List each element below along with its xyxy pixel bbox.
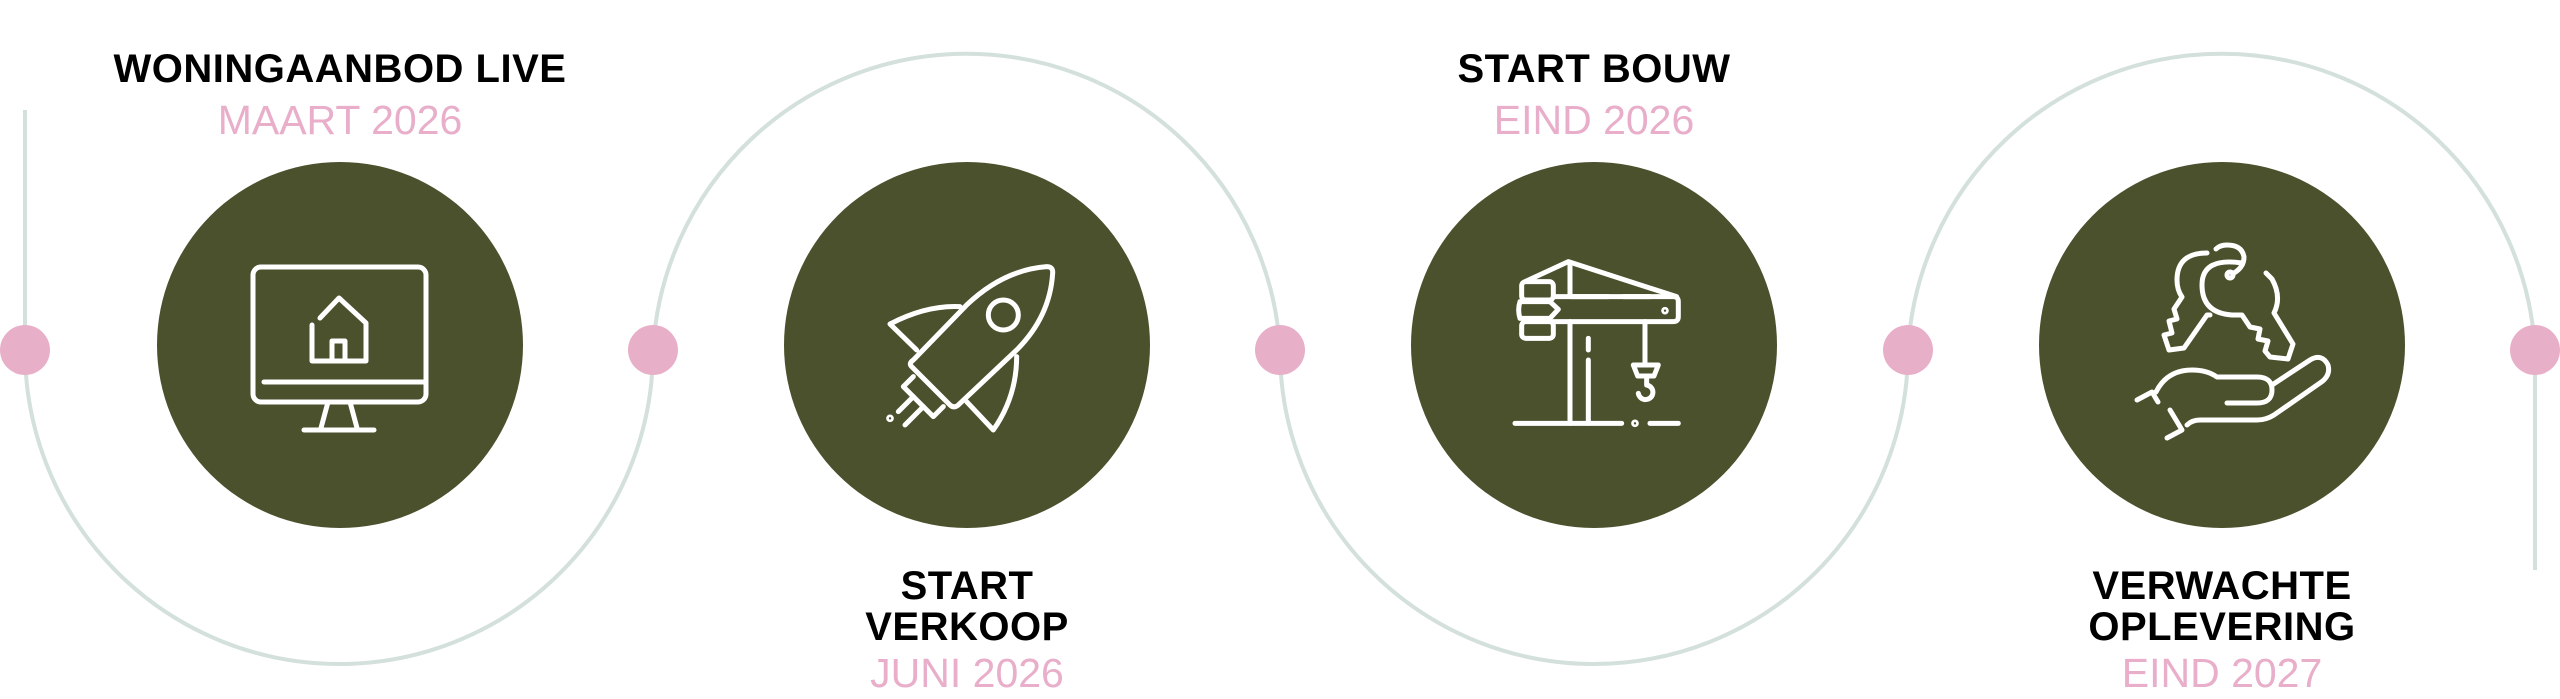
rocket-icon xyxy=(886,264,1056,433)
milestone-title: OPLEVERING xyxy=(2088,605,2356,649)
milestone-circle xyxy=(2039,162,2405,528)
timeline-path xyxy=(23,51,2537,666)
milestone-title: WONINGAANBOD LIVE xyxy=(113,47,567,91)
milestone-date: EIND 2026 xyxy=(1493,97,1695,143)
milestone-title: START xyxy=(900,564,1034,608)
timeline-dot xyxy=(1883,325,1933,375)
timeline-arc-4 xyxy=(1906,51,2537,351)
timeline-dot xyxy=(0,325,50,375)
timeline-dot xyxy=(628,325,678,375)
milestone-circle xyxy=(157,162,523,528)
milestone-circle xyxy=(1411,162,1777,528)
milestone-title: START BOUW xyxy=(1457,47,1731,91)
timeline-arc-3 xyxy=(1278,349,1910,666)
milestone-title: VERKOOP xyxy=(865,605,1069,649)
milestone-date: EIND 2027 xyxy=(2121,650,2323,696)
monitor-house-icon xyxy=(250,264,429,433)
keys-in-hand-icon xyxy=(2134,242,2332,441)
timeline-arc-1 xyxy=(23,349,655,666)
timeline-arc-2 xyxy=(651,51,1282,351)
milestone-date: MAART 2026 xyxy=(217,97,463,143)
milestone-circle xyxy=(784,162,1150,528)
construction-crane-icon xyxy=(1512,259,1681,428)
milestone-date: JUNI 2026 xyxy=(870,650,1064,696)
milestone-title: VERWACHTE xyxy=(2092,564,2352,608)
timeline-dot xyxy=(1255,325,1305,375)
timeline-dot xyxy=(2510,325,2560,375)
